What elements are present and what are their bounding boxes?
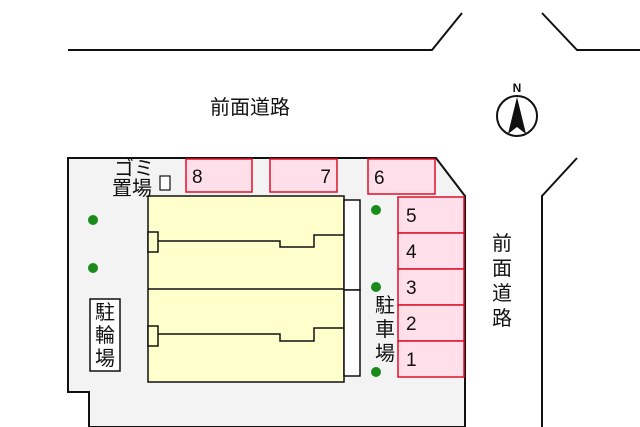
building — [147, 195, 345, 383]
right-road-label: 前 面 道 路 — [492, 231, 512, 330]
car-parking-char: 場 — [375, 341, 395, 365]
parking-space-number: 3 — [406, 278, 417, 299]
stairs — [343, 199, 361, 377]
parking-space-number: 8 — [192, 167, 203, 188]
tree-icon — [371, 205, 381, 215]
parking-space-1: 1 — [397, 340, 465, 378]
tree-icon — [88, 215, 98, 225]
entrance-notch-upper — [147, 231, 159, 253]
car-parking-label: 駐 車 場 — [375, 293, 395, 365]
parking-spaces: 8 7 6 5 4 3 2 1 — [185, 158, 465, 378]
right-road-char: 面 — [492, 256, 512, 280]
unit-wall-upper — [158, 234, 344, 248]
bicycle-parking-char: 場 — [95, 346, 115, 370]
parking-space-number: 7 — [320, 167, 331, 188]
right-road-char: 道 — [492, 281, 512, 305]
bicycle-parking: 駐 輪 場 — [89, 298, 121, 372]
tree-icon — [371, 282, 381, 292]
entrance-notch-lower — [147, 325, 159, 347]
top-road-edge — [68, 12, 463, 51]
right-road-char: 路 — [492, 306, 512, 330]
garbage-label-2: 置場 — [112, 176, 152, 200]
bicycle-parking-char: 輪 — [95, 323, 115, 347]
parking-space-number: 2 — [406, 314, 417, 335]
parking-space-3: 3 — [397, 268, 465, 306]
top-road-label: 前面道路 — [210, 95, 290, 119]
right-road-edge — [541, 157, 578, 427]
right-road-char: 前 — [492, 231, 512, 255]
parking-space-6: 6 — [367, 158, 436, 195]
north-compass: N — [496, 81, 538, 137]
parking-space-number: 6 — [374, 168, 385, 189]
bicycle-parking-char: 駐 — [95, 300, 115, 324]
stair-upper — [343, 199, 361, 291]
garbage-label-1: ゴミ — [114, 156, 154, 180]
parking-space-5: 5 — [397, 196, 465, 234]
garbage-area: ゴミ 置場 — [112, 156, 171, 200]
tree-icon — [371, 367, 381, 377]
parking-space-8: 8 — [185, 158, 253, 193]
car-parking-char: 車 — [375, 317, 395, 341]
parking-space-2: 2 — [397, 304, 465, 342]
parking-space-number: 1 — [406, 350, 417, 371]
trees — [88, 205, 381, 377]
bicycle-parking-box — [89, 298, 121, 372]
compass-letter: N — [513, 81, 522, 95]
car-parking-char: 駐 — [375, 293, 395, 317]
road-edges — [68, 12, 640, 427]
top-right-road-edge — [541, 12, 640, 51]
parking-space-number: 5 — [406, 206, 417, 227]
unit-wall-lower — [158, 327, 344, 342]
tree-icon — [88, 263, 98, 273]
parking-space-number: 4 — [406, 242, 417, 263]
parking-space-4: 4 — [397, 232, 465, 270]
stair-lower — [343, 289, 361, 377]
compass-arrow-icon — [508, 97, 526, 134]
parking-space-7: 7 — [269, 158, 338, 193]
garbage-box-icon — [159, 175, 171, 191]
